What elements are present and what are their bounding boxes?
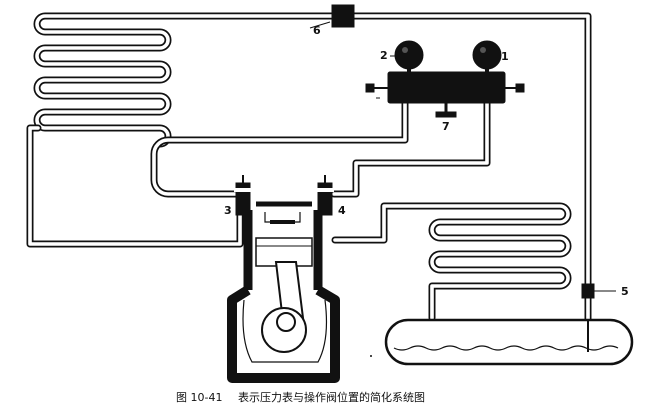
sight-glass — [581, 283, 616, 299]
figure-number: 图 10-41 — [176, 391, 222, 404]
low-pressure-gauge — [394, 40, 424, 74]
label-manifold-valve-7: 7 — [442, 120, 450, 133]
label-valve-3: 3 — [224, 204, 232, 217]
high-pressure-gauge — [472, 40, 502, 74]
suction-service-valve — [316, 175, 334, 216]
label-drier-6: 6 — [313, 24, 321, 37]
label-sight-5: 5 — [621, 285, 629, 298]
discharge-line — [26, 124, 244, 248]
manifold-hose-right — [330, 99, 491, 198]
discharge-service-valve — [234, 175, 252, 216]
liquid-line — [349, 12, 592, 354]
evaporator-coil — [331, 202, 572, 322]
label-valve-4: 4 — [338, 204, 346, 217]
gauge-manifold — [365, 71, 525, 118]
label-gauge-2: 2 — [380, 49, 388, 62]
compressor — [227, 201, 340, 383]
condenser-coil — [33, 12, 337, 148]
receiver-tank — [384, 318, 634, 366]
figure-caption: 表示压力表与操作阀位置的简化系统图 — [238, 390, 425, 404]
label-gauge-1: 1 — [501, 50, 509, 63]
manifold-hose-left — [150, 99, 409, 198]
filter-drier — [331, 4, 355, 28]
